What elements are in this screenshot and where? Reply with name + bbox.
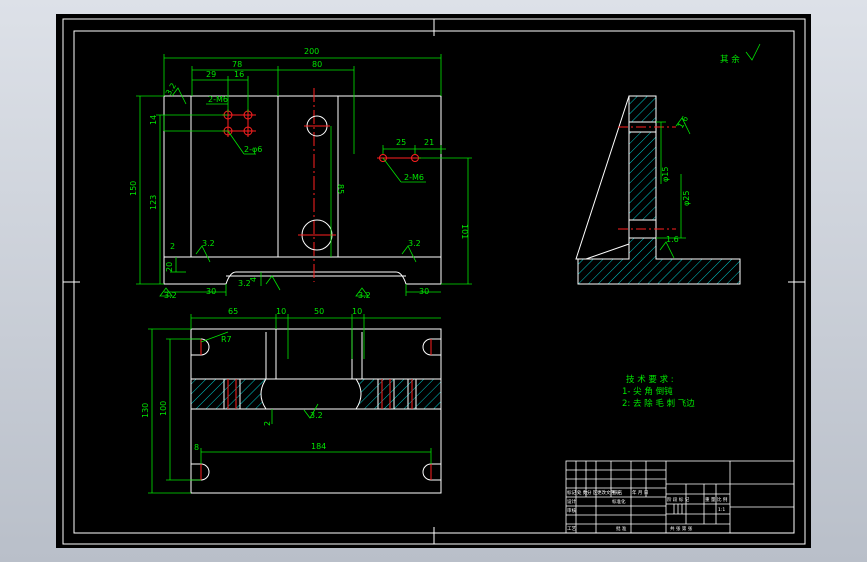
label-2-m6-top: 2-M6 — [208, 95, 228, 104]
roughness-6: 3.2 — [238, 279, 251, 288]
tech-requirements: 技 术 要 求 : 1- 尖 角 倒钝 2: 去 除 毛 刺 飞边 — [622, 374, 695, 409]
tech-req-item-1: 1- 尖 角 倒钝 — [622, 386, 673, 397]
roughness-top: 3.2 — [310, 411, 323, 420]
front-view: 200 78 80 29 16 14 150 123 85 101 25 21 … — [129, 47, 472, 300]
dim-1-6: 1.6 — [666, 235, 679, 244]
dim-29: 29 — [206, 70, 216, 79]
tb-zone: 分 区 — [587, 489, 598, 496]
dim-80: 80 — [312, 60, 322, 69]
dim-130: 130 — [141, 403, 150, 418]
dim-50: 50 — [314, 307, 324, 316]
front-view-outline — [163, 95, 442, 285]
tech-req-title: 技 术 要 求 : — [626, 374, 674, 385]
dim-78: 78 — [232, 60, 242, 69]
m6-holes-left — [222, 109, 256, 137]
tb-change-doc: 更改文件号 — [597, 489, 620, 496]
label-2-m6-right: 2-M6 — [404, 173, 424, 182]
tb-scale: 比 例 — [717, 496, 728, 503]
top-view: 65 10 50 10 130 100 184 8 2 R7 3.2 — [141, 307, 442, 494]
remaining-label: 其 余 — [720, 54, 740, 65]
dim-150: 150 — [129, 181, 138, 196]
dim-2: 2 — [263, 421, 272, 426]
label-2-phi6: 2-φ6 — [244, 145, 262, 154]
dim-184: 184 — [311, 442, 326, 451]
roughness-4: 3.2 — [164, 291, 177, 300]
tb-weight: 重 量 — [705, 496, 716, 503]
tb-count: 处 数 — [577, 489, 588, 496]
dim-25: 25 — [396, 138, 406, 147]
dim-30-right: 30 — [419, 287, 429, 296]
roughness-5: 3.2 — [358, 291, 371, 300]
dim-30-left: 30 — [206, 287, 216, 296]
dim-21: 21 — [424, 138, 434, 147]
tb-sign: 签 名 — [612, 489, 622, 496]
dim-2: 2 — [170, 242, 175, 251]
dim-10-b: 10 — [352, 307, 362, 316]
remaining-roughness: 其 余 — [720, 43, 761, 65]
tb-design: 设计 — [567, 498, 576, 505]
m6-holes-right — [377, 154, 421, 162]
dim-16: 16 — [234, 70, 244, 79]
dim-200: 200 — [304, 47, 319, 56]
tb-scale-value: 1:1 — [718, 507, 725, 513]
title-block — [565, 460, 795, 534]
dim-phi15: φ15 — [661, 167, 670, 182]
title-block-labels: 标记 处 数 分 区 更改文件号 签 名 年 月 日 设计 标准化 阶 段 标 … — [567, 489, 728, 532]
dim-123: 123 — [149, 195, 158, 210]
tb-review: 审核 — [567, 507, 576, 514]
dim-101: 101 — [460, 224, 469, 239]
tb-stage: 阶 段 标 记 — [667, 496, 690, 503]
dim-8: 8 — [194, 443, 199, 452]
mechanical-drawing: 200 78 80 29 16 14 150 123 85 101 25 21 … — [62, 18, 806, 545]
tb-approve: 批 准 — [616, 525, 627, 532]
dim-14: 14 — [149, 115, 158, 125]
dim-phi25: φ25 — [682, 191, 691, 206]
tb-standard: 标准化 — [612, 498, 626, 505]
side-view-section — [577, 95, 741, 285]
tb-mark: 标记 — [567, 489, 576, 496]
dim-10-a: 10 — [276, 307, 286, 316]
side-view: φ15 φ25 1.6 1.6 — [575, 95, 741, 285]
tb-date: 年 月 日 — [632, 489, 648, 496]
roughness-side: 1.6 — [676, 114, 690, 130]
roughness-2: 3.2 — [202, 239, 215, 248]
label-r7: R7 — [221, 335, 232, 344]
dim-65: 65 — [228, 307, 238, 316]
top-view-outline — [190, 328, 442, 494]
dim-20: 20 — [165, 262, 174, 272]
drawing-viewport[interactable]: 200 78 80 29 16 14 150 123 85 101 25 21 … — [56, 14, 811, 548]
dim-4: 4 — [249, 277, 258, 282]
dim-85: 85 — [336, 184, 345, 194]
tb-sheets: 共 张 第 张 — [670, 525, 693, 532]
tech-req-item-2: 2: 去 除 毛 刺 飞边 — [622, 398, 695, 409]
tb-process: 工艺 — [567, 526, 576, 532]
dim-100: 100 — [159, 401, 168, 416]
roughness-1: 3.2 — [164, 81, 178, 97]
roughness-3: 3.2 — [408, 239, 421, 248]
